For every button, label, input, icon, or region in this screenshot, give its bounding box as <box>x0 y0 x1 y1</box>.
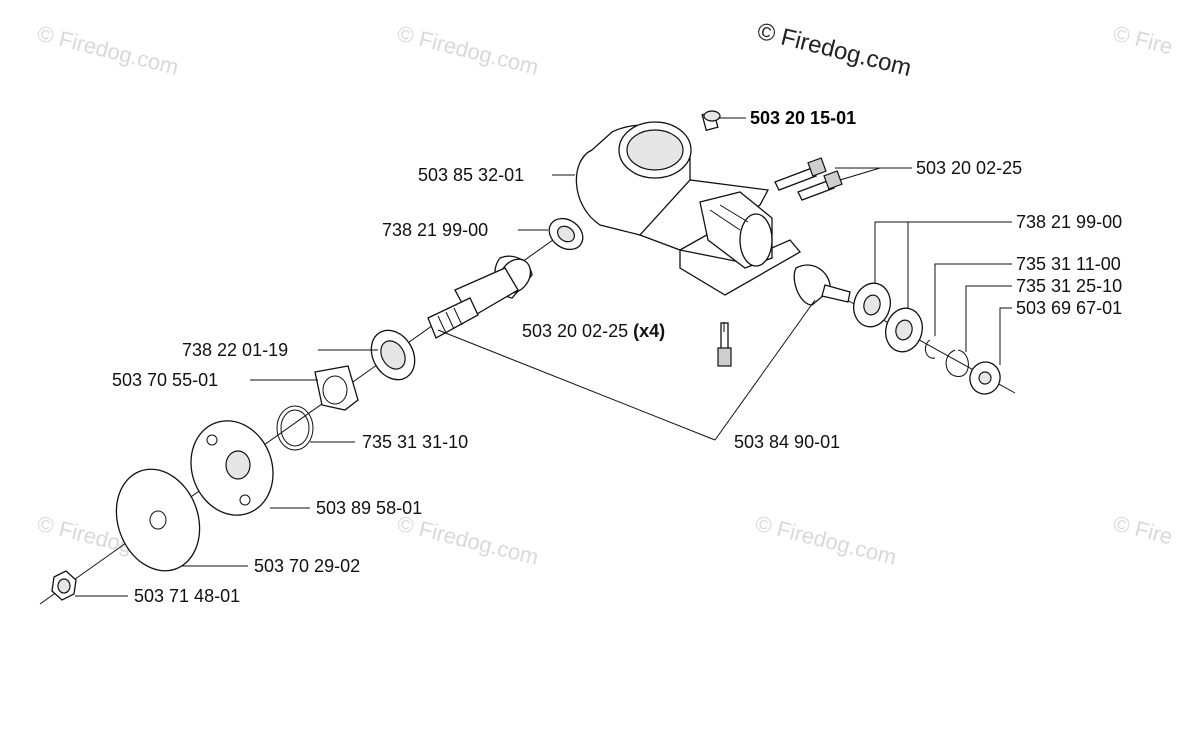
watermark-tile: © Firedog.com <box>753 511 899 570</box>
watermark-tile: © Firedog.com <box>395 21 541 80</box>
support-washer <box>314 365 359 411</box>
blade-nut <box>51 570 77 601</box>
watermark-tile: © Fire <box>1111 21 1175 60</box>
pinion-shaft <box>427 255 851 441</box>
part-label-735-31-11-00: 735 31 11-00 <box>1016 254 1121 274</box>
part-label-503-70-29-02: 503 70 29-02 <box>254 556 360 576</box>
seal-bearing <box>370 329 416 381</box>
part-label-503-69-67-01: 503 69 67-01 <box>1016 298 1122 318</box>
part-label-503-71-48-01: 503 71 48-01 <box>134 586 240 606</box>
part-label-738-21-99-00-right: 738 21 99-00 <box>1016 212 1122 232</box>
part-label-735-31-31-10: 735 31 31-10 <box>362 432 468 452</box>
right-circlips <box>924 339 1001 395</box>
right-bearings <box>853 282 923 353</box>
part-labels: 503 20 15-01 503 85 32-01 503 20 02-25 7… <box>112 108 1122 606</box>
watermark-tile: © Fire <box>1111 511 1175 550</box>
part-label-738-22-01-19: 738 22 01-19 <box>182 340 288 360</box>
gear-housing <box>575 121 801 296</box>
leader-lines <box>75 117 1012 597</box>
part-label-503-20-02-25-x4: 503 20 02-25 (x4) <box>522 321 665 341</box>
holder-flange <box>190 420 274 516</box>
clamp-screws <box>774 157 843 201</box>
watermark-tile: © Firedog.com <box>35 21 181 80</box>
watermark-main: © Firedog.com <box>755 18 915 82</box>
part-label-503-85-32-01: 503 85 32-01 <box>418 165 524 185</box>
upper-bearing <box>548 217 584 251</box>
part-label-735-31-25-10: 735 31 25-10 <box>1016 276 1122 296</box>
lower-circlip <box>276 405 314 451</box>
part-label-503-89-58-01: 503 89 58-01 <box>316 498 422 518</box>
part-label-503-20-15-01: 503 20 15-01 <box>750 108 856 128</box>
part-label-503-70-55-01: 503 70 55-01 <box>112 370 218 390</box>
watermark-tile: © Firedog.com <box>395 511 541 570</box>
support-cup <box>115 468 201 572</box>
part-label-503-84-90-01: 503 84 90-01 <box>734 432 840 452</box>
part-label-503-20-02-25: 503 20 02-25 <box>916 158 1022 178</box>
part-label-738-21-99-00-upper: 738 21 99-00 <box>382 220 488 240</box>
cap-bolt <box>701 110 721 132</box>
